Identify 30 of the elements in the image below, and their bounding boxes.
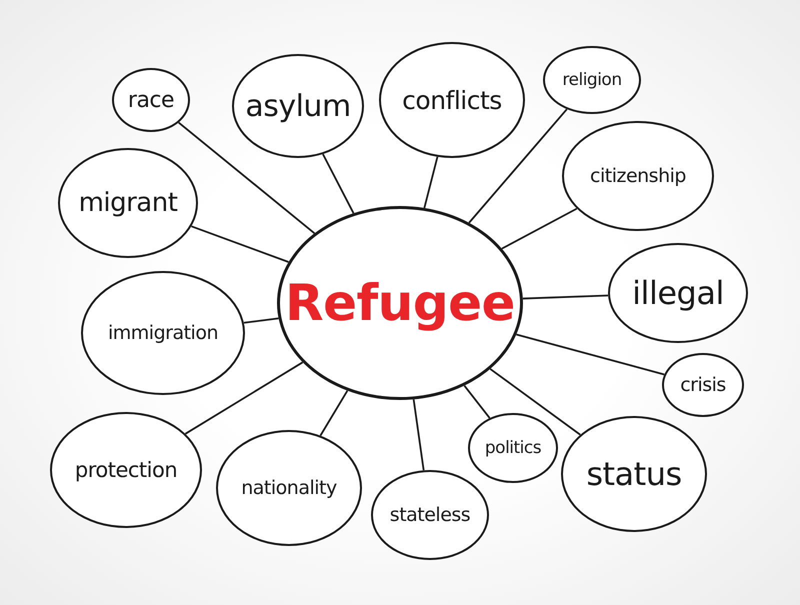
node-label: politics xyxy=(484,438,542,458)
connector-line xyxy=(423,156,438,208)
node-label: citizenship xyxy=(590,165,686,187)
connector-line xyxy=(516,334,664,376)
connector-line xyxy=(468,108,568,224)
connector-line xyxy=(522,294,608,300)
node-label: migrant xyxy=(78,188,178,218)
connector-line xyxy=(184,362,304,435)
node-label: crisis xyxy=(680,374,726,396)
connector-line xyxy=(244,317,279,324)
connector-line xyxy=(412,399,425,470)
connector-line xyxy=(178,122,316,234)
node-label: illegal xyxy=(632,274,724,312)
connector-line xyxy=(322,154,354,214)
node-label: asylum xyxy=(245,88,351,124)
node-label: immigration xyxy=(108,322,218,344)
node-label: protection xyxy=(74,458,178,482)
node-label: nationality xyxy=(241,477,337,499)
connector-line xyxy=(320,390,348,436)
topic-ellipse xyxy=(468,413,558,483)
node-label: race xyxy=(128,88,174,112)
node-label: status xyxy=(586,455,682,493)
connector-line xyxy=(191,225,289,263)
connector-line xyxy=(501,208,578,250)
node-label: Refugee xyxy=(285,274,515,332)
node-label: conflicts xyxy=(402,86,502,114)
node-label: religion xyxy=(562,70,622,90)
node-label: stateless xyxy=(390,504,470,526)
connector-line xyxy=(490,368,581,436)
connector-line xyxy=(464,385,490,419)
